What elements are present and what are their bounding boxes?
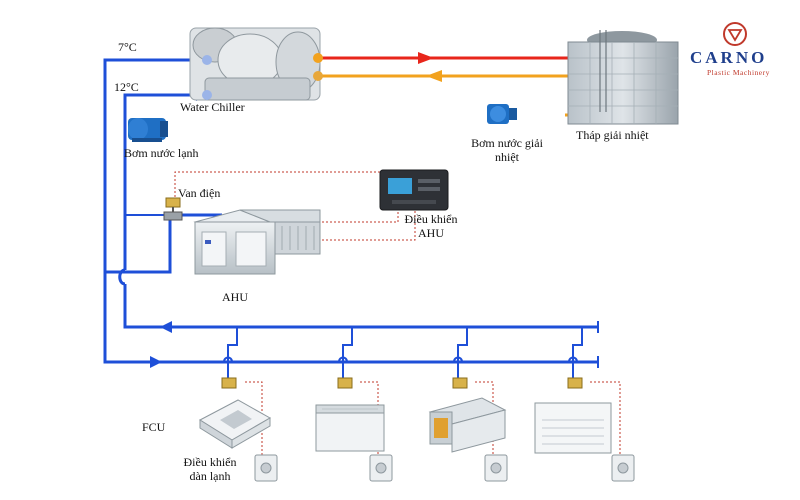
thermostat-icon — [611, 454, 635, 482]
chilled-water-loop — [103, 58, 598, 364]
thermostat-icon — [484, 454, 508, 482]
fcu-unit-icon — [428, 377, 507, 453]
cooling-pump-label: Bơm nước giải nhiệt — [471, 136, 543, 164]
cooling-tower-icon — [567, 30, 679, 125]
supply-temp-label: 7°C — [118, 40, 137, 54]
thermostat-icon — [369, 454, 393, 482]
supply-main-arrow — [150, 356, 162, 368]
flow-arrow-right — [418, 52, 434, 64]
chilled-pump-label: Bơm nước lạnh — [124, 146, 199, 160]
water-chiller-label: Water Chiller — [180, 100, 245, 114]
logo-name: CARNO — [690, 48, 768, 67]
fcu-controller-label: Điều khiển dàn lạnh — [183, 455, 237, 483]
pump-icon — [128, 118, 168, 142]
fcu-unit-icon — [534, 377, 612, 454]
ahu-controller-label: Điều khiển AHU — [404, 212, 458, 240]
ahu-supply-branch — [105, 213, 222, 274]
return-riser — [123, 93, 205, 270]
pump-icon — [487, 104, 517, 124]
return-main — [123, 284, 598, 329]
cooling-tower-label: Tháp giải nhiệt — [576, 128, 649, 142]
flow-arrow-left — [426, 70, 442, 82]
fcu-branches — [223, 327, 583, 378]
condenser-return-line — [320, 74, 582, 117]
condenser-loop — [320, 52, 582, 117]
logo-tagline: Plastic Machinery — [707, 68, 770, 77]
water-chiller-icon — [189, 27, 323, 101]
return-temp-label: 12°C — [114, 80, 139, 94]
valve-label: Van điện — [178, 186, 221, 200]
thermostat-icon — [254, 454, 278, 482]
controller-panel-icon — [379, 169, 449, 211]
fcu-label: FCU — [142, 420, 166, 434]
valve-icon — [163, 197, 183, 221]
return-main-arrow — [160, 321, 172, 333]
fcu-unit-icon — [315, 377, 385, 452]
ahu-label: AHU — [222, 290, 248, 304]
fcu-unit-icon — [198, 377, 272, 449]
ahu-unit-icon — [193, 209, 321, 275]
supply-main — [103, 58, 598, 364]
logo-icon — [723, 22, 747, 46]
